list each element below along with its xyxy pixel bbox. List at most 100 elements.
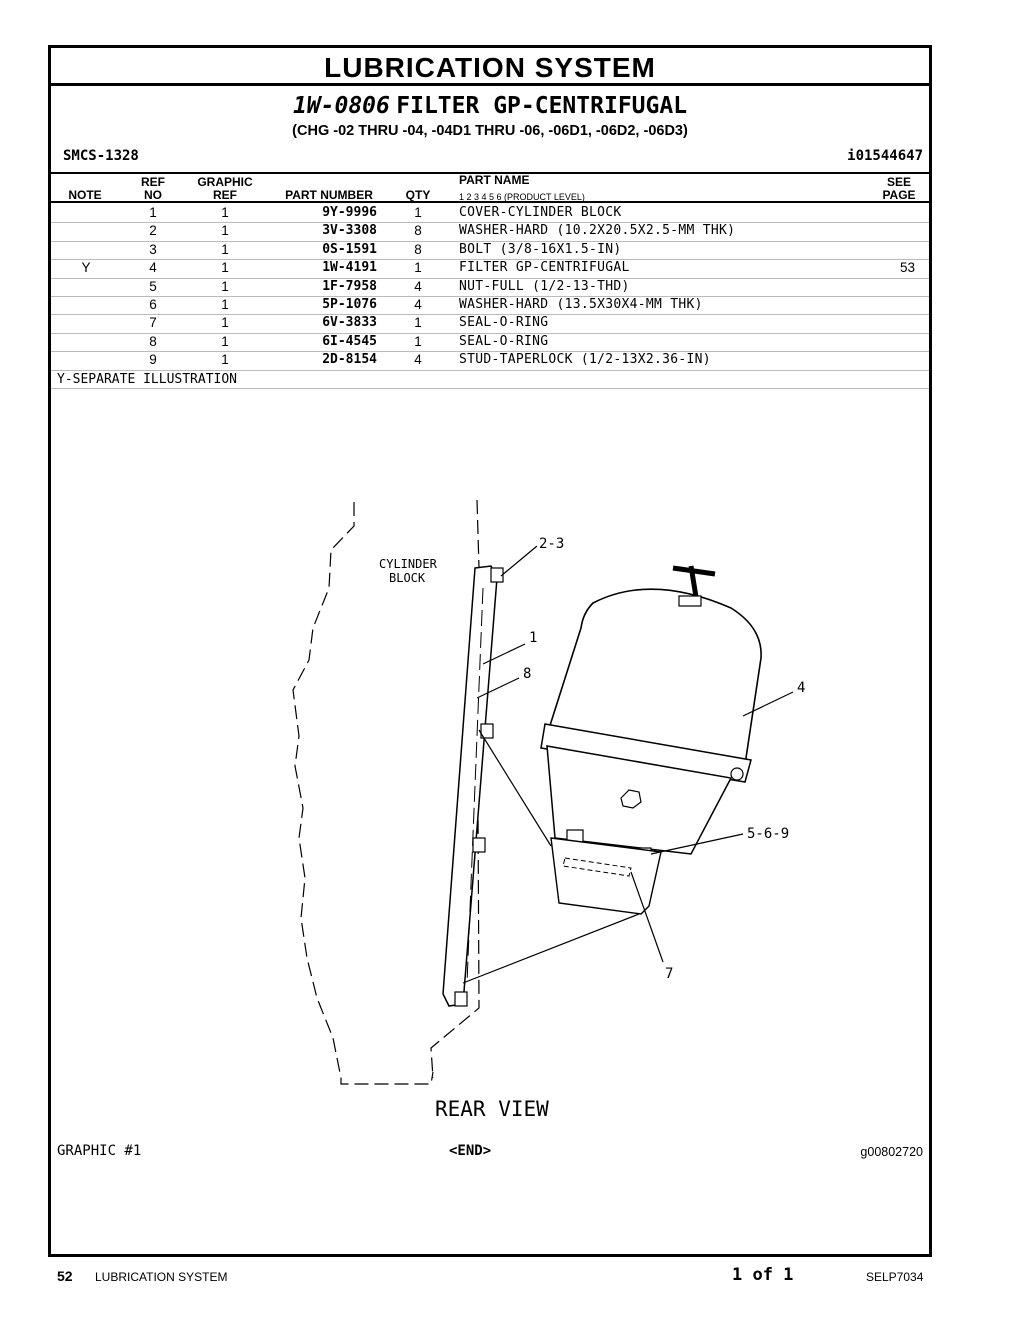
col-ref-top: REF — [141, 175, 165, 189]
ref-cell: 5 — [149, 278, 157, 294]
see-page-cell: 53 — [899, 260, 915, 276]
part-number-cell: 6I-4545 — [322, 333, 377, 349]
part-number-cell: 5P-1076 — [322, 297, 377, 312]
info-id: i01544647 — [847, 148, 923, 164]
part-number-cell: 2D-8154 — [322, 352, 377, 368]
bolt-icon — [490, 567, 504, 583]
col-graphic-top: GRAPHIC — [197, 175, 253, 189]
part-number-cell: 1F-7958 — [322, 278, 377, 294]
smcs-code: SMCS-1328 — [63, 148, 139, 164]
graphic-ref-cell: 1 — [221, 352, 229, 368]
leader-line — [500, 545, 538, 577]
label-cylinder: CYLINDER — [379, 557, 438, 571]
col-note: NOTE — [68, 188, 102, 202]
part-name-cell: NUT-FULL (1/2-13-THD) — [459, 278, 630, 294]
band-bolt-icon — [730, 767, 744, 781]
note-cell: Y — [81, 260, 91, 276]
part-number-cell: 9Y-9996 — [322, 205, 377, 220]
qty-cell: 8 — [414, 241, 422, 257]
part-number-cell: 3V-3308 — [322, 223, 377, 239]
group-part-number: 1W-0806 — [292, 93, 390, 119]
leader-line — [650, 833, 744, 855]
bracket-line — [478, 729, 552, 847]
table-top-rule — [51, 172, 929, 174]
leader-line — [742, 691, 794, 717]
col-see-top: SEE — [886, 175, 911, 189]
part-name-cell: STUD-TAPERLOCK (1/2-13X2.36-IN) — [459, 352, 711, 368]
callout-4: 4 — [797, 680, 805, 696]
qty-cell: 1 — [414, 333, 422, 349]
part-name-cell: FILTER GP-CENTRIFUGAL — [459, 260, 630, 276]
qty-cell: 4 — [414, 352, 422, 368]
title-divider — [51, 83, 929, 86]
graphic-ref-cell: 1 — [221, 297, 229, 312]
part-number-cell: 6V-3833 — [322, 315, 377, 331]
ref-cell: 6 — [149, 297, 157, 312]
page-of: 1 of 1 — [732, 1265, 794, 1285]
col-part-number: PART NUMBER — [285, 188, 373, 202]
hex-plug-icon — [620, 789, 642, 809]
graphic-ref-cell: 1 — [221, 260, 229, 276]
qty-cell: 1 — [414, 260, 422, 276]
ref-cell: 3 — [149, 241, 157, 257]
leader-line — [630, 871, 664, 963]
footer-section: LUBRICATION SYSTEM — [95, 1270, 228, 1284]
block-breakline — [292, 502, 434, 1085]
part-name-cell: SEAL-O-RING — [459, 315, 549, 331]
bolt-icon — [480, 723, 494, 739]
leader-line — [476, 677, 520, 699]
qty-cell: 4 — [414, 297, 422, 312]
part-number-cell: 1W-4191 — [322, 260, 377, 276]
t-handle-icon — [672, 565, 716, 577]
callout-1: 1 — [529, 630, 537, 646]
col-ref-bottom: NO — [144, 188, 162, 202]
end-marker: <END> — [449, 1143, 492, 1159]
ref-cell: 1 — [149, 205, 157, 220]
ref-cell: 4 — [149, 260, 157, 276]
group-part-name: FILTER GP-CENTRIFUGAL — [396, 93, 688, 119]
col-see-bottom: PAGE — [882, 188, 916, 202]
bracket-line — [462, 913, 640, 984]
qty-cell: 4 — [414, 278, 422, 294]
table-header-rule — [51, 201, 929, 203]
part-name-cell: WASHER-HARD (13.5X30X4-MM THK) — [459, 297, 703, 312]
group-title: 1W-0806 FILTER GP-CENTRIFUGAL — [51, 92, 929, 119]
graphic-label: GRAPHIC #1 — [57, 1143, 142, 1159]
graphic-ref-cell: 1 — [221, 223, 229, 239]
qty-cell: 1 — [414, 315, 422, 331]
bolt-icon — [454, 991, 468, 1007]
table-bottom-rule — [51, 388, 929, 389]
table-row: 6 1 5P-1076 4 WASHER-HARD (13.5X30X4-MM THK) — [51, 296, 929, 316]
table-footnote: Y-SEPARATE ILLUSTRATION — [57, 372, 238, 387]
mounting-flange — [550, 837, 662, 915]
col-part-name: PART NAME — [459, 173, 530, 187]
table-row: Y 4 1 1W-4191 1 FILTER GP-CENTRIFUGAL 53 — [51, 259, 929, 279]
callout-2-3: 2-3 — [539, 536, 564, 552]
graphic-ref-cell: 1 — [221, 205, 229, 220]
handle-base — [678, 595, 702, 607]
view-label: REAR VIEW — [435, 1097, 549, 1121]
graphic-id: g00802720 — [860, 1145, 923, 1159]
part-number-cell: 0S-1591 — [322, 241, 377, 257]
ref-cell: 8 — [149, 333, 157, 349]
callout-8: 8 — [523, 666, 531, 682]
leader-line — [482, 643, 526, 665]
part-name-cell: WASHER-HARD (10.2X20.5X2.5-MM THK) — [459, 223, 736, 239]
o-ring-seal — [562, 857, 632, 877]
change-note: (CHG -02 THRU -04, -04D1 THRU -06, -06D1… — [292, 123, 688, 139]
doc-number: SELP7034 — [866, 1270, 924, 1284]
label-block: BLOCK — [389, 571, 426, 585]
callout-5-6-9: 5-6-9 — [747, 826, 789, 842]
callout-7: 7 — [665, 966, 673, 982]
part-name-cell: COVER-CYLINDER BLOCK — [459, 205, 622, 220]
exploded-view-illustration: CYLINDER BLOCK 2-3 1 8 4 5-6-9 7 REAR VI… — [292, 499, 805, 1121]
page-title: LUBRICATION SYSTEM — [324, 52, 656, 83]
filter-band — [540, 723, 752, 783]
qty-cell: 8 — [414, 223, 422, 239]
